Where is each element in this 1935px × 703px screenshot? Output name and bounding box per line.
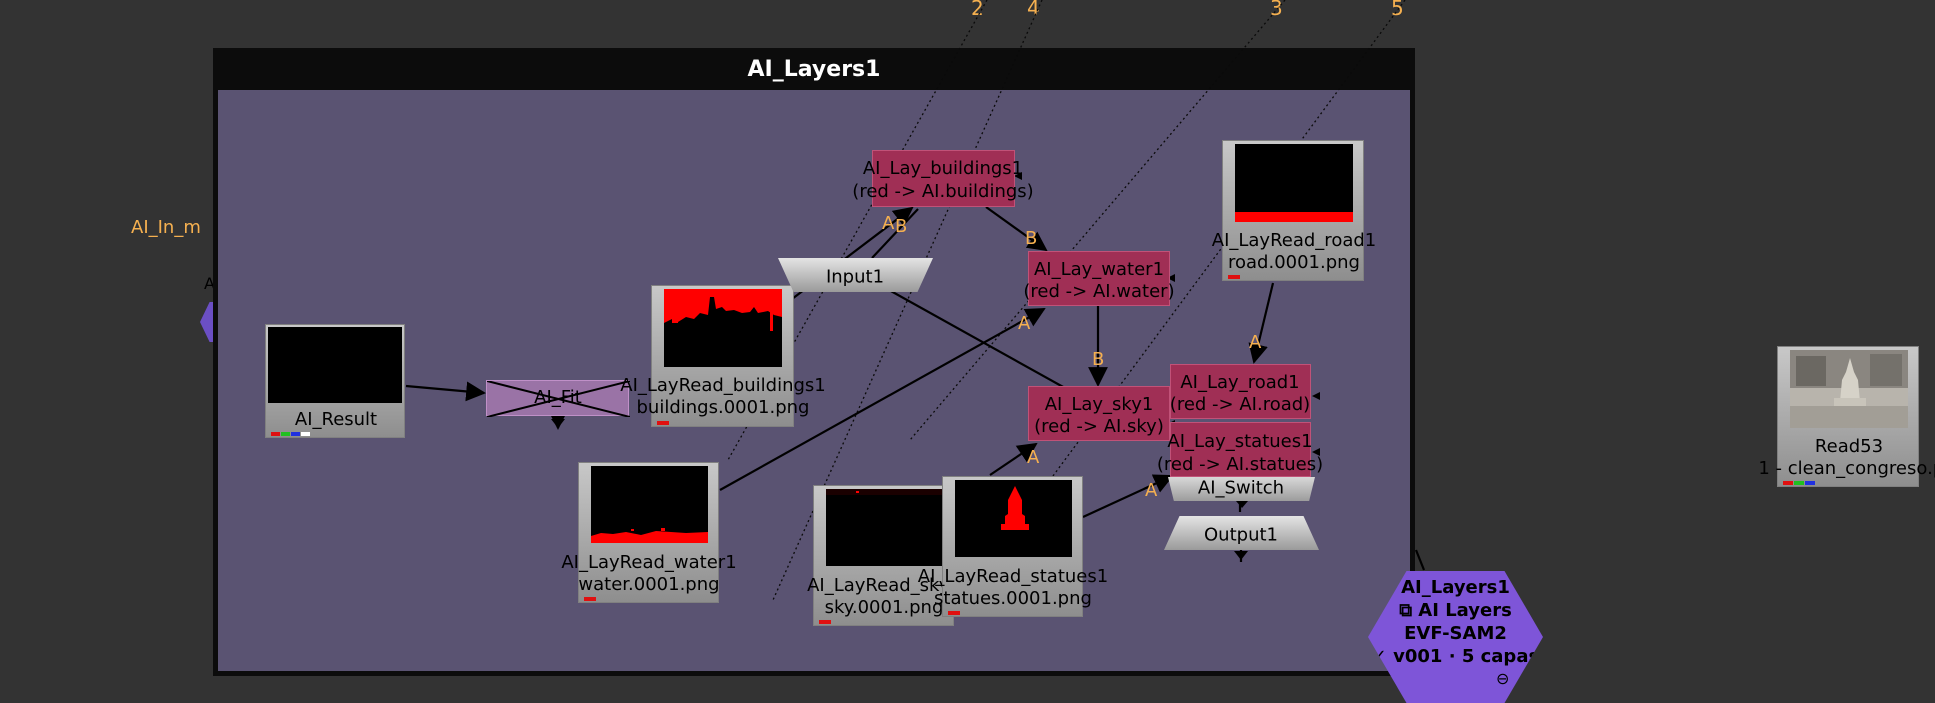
read53-file: 1 - clean_congreso.pr bbox=[1758, 458, 1935, 479]
wire-label-sky-b: B bbox=[1092, 349, 1105, 370]
output1-label: Output1 bbox=[1204, 524, 1278, 546]
read-water-node[interactable]: AI_LayRead_water1 water.0001.png bbox=[561, 462, 737, 603]
lay-water-node[interactable] bbox=[1028, 251, 1170, 306]
wire-label-sky-a: A bbox=[1027, 447, 1040, 468]
minus-icon[interactable]: ⊖ bbox=[1496, 669, 1510, 688]
read-buildings-file: buildings.0001.png bbox=[636, 397, 810, 418]
read-statues-thumbnail bbox=[955, 480, 1072, 557]
lay-road-title: AI_Lay_road1 bbox=[1180, 372, 1300, 393]
wire-label-buildings-a: A bbox=[882, 213, 895, 234]
pipe-number-4: 4 bbox=[1027, 0, 1040, 20]
read53-node[interactable]: Read53 bbox=[1777, 346, 1919, 487]
read53-title: Read53 bbox=[1814, 436, 1884, 457]
read-statues-node[interactable]: AI_LayRead_statues1 statues.0001.png bbox=[918, 476, 1108, 617]
read-water-thumbnail bbox=[591, 466, 708, 543]
ai-layers-gizmo-node[interactable]: AI_Layers1 ⧉ AI Layers EVF-SAM2 ✓ v001 ·… bbox=[1368, 571, 1543, 703]
ai-fit-node[interactable]: AI_Fit bbox=[486, 380, 630, 417]
read-road-title: AI_LayRead_road1 bbox=[1211, 230, 1377, 251]
lay-statues-mapping: (red -> AI.statues) bbox=[1156, 454, 1324, 475]
read-road-thumbnail bbox=[1235, 144, 1353, 222]
gizmo-subtitle: ⧉ AI Layers bbox=[1399, 600, 1512, 621]
input1-label: Input1 bbox=[825, 266, 885, 288]
read-statues-title: AI_LayRead_statues1 bbox=[917, 566, 1109, 587]
lay-sky-mapping: (red -> AI.sky) bbox=[1034, 416, 1164, 437]
input1-node[interactable] bbox=[778, 258, 933, 292]
lay-road-mapping: (red -> AI.road) bbox=[1169, 394, 1311, 415]
wire-label-water-a: A bbox=[1018, 313, 1031, 334]
wire-label-water-b: B bbox=[1025, 228, 1038, 249]
wire-label-statues-a: A bbox=[1145, 480, 1158, 501]
read-buildings-title: AI_LayRead_buildings1 bbox=[620, 375, 826, 396]
pipe-number-2: 2 bbox=[971, 0, 984, 20]
lay-road-node[interactable] bbox=[1170, 364, 1311, 419]
read-water-file: water.0001.png bbox=[578, 574, 720, 595]
disabled-cross-icon bbox=[487, 381, 630, 417]
gizmo-version: ✓ v001 · 5 capas bbox=[1371, 646, 1540, 667]
external-hidden-node-text: A bbox=[204, 274, 215, 293]
lay-buildings-mapping: (red -> AI.buildings) bbox=[852, 181, 1034, 202]
external-node-label: AI_In_m bbox=[131, 217, 201, 238]
lay-sky-title: AI_Lay_sky1 bbox=[1044, 394, 1154, 415]
backdrop-title: AI_Layers1 bbox=[747, 56, 881, 82]
lay-water-title: AI_Lay_water1 bbox=[1033, 259, 1165, 280]
wire-label-road-a: A bbox=[1249, 332, 1262, 353]
read-road-file: road.0001.png bbox=[1228, 252, 1360, 273]
gizmo-model: EVF-SAM2 bbox=[1404, 623, 1507, 644]
read-water-title: AI_LayRead_water1 bbox=[561, 552, 737, 573]
lay-water-mapping: (red -> AI.water) bbox=[1023, 281, 1175, 302]
read-buildings-node[interactable]: AI_LayRead_buildings1 buildings.0001.png bbox=[620, 285, 826, 427]
lay-statues-node[interactable] bbox=[1170, 422, 1311, 477]
ai-result-node[interactable]: AI_Result bbox=[265, 324, 405, 438]
pipe-number-5: 5 bbox=[1391, 0, 1404, 20]
ai-result-label: AI_Result bbox=[294, 409, 378, 430]
pipe-number-3: 3 bbox=[1270, 0, 1283, 20]
read-sky-title: AI_LayRead_sky1 bbox=[807, 575, 961, 596]
ai-result-thumbnail bbox=[268, 327, 402, 403]
read-sky-node[interactable]: AI_LayRead_sky1 sky.0001.png bbox=[807, 485, 961, 626]
read-sky-thumbnail bbox=[826, 489, 943, 566]
ai-switch-node[interactable] bbox=[1168, 477, 1315, 501]
gizmo-title: AI_Layers1 bbox=[1401, 577, 1510, 598]
lay-sky-node[interactable] bbox=[1028, 386, 1170, 441]
read-statues-file: statues.0001.png bbox=[934, 588, 1092, 609]
read-road-node[interactable]: AI_LayRead_road1 road.0001.png bbox=[1212, 140, 1376, 281]
read-sky-file: sky.0001.png bbox=[824, 597, 944, 618]
output1-node[interactable] bbox=[1164, 516, 1319, 550]
read-buildings-thumbnail bbox=[664, 289, 782, 367]
lay-statues-title: AI_Lay_statues1 bbox=[1167, 431, 1313, 452]
read53-thumbnail bbox=[1790, 350, 1908, 428]
wire-label-buildings-b: B bbox=[895, 216, 908, 237]
lay-buildings-node[interactable] bbox=[872, 150, 1015, 207]
lay-buildings-title: AI_Lay_buildings1 bbox=[862, 158, 1024, 179]
ai-switch-label: AI_Switch bbox=[1197, 477, 1285, 499]
